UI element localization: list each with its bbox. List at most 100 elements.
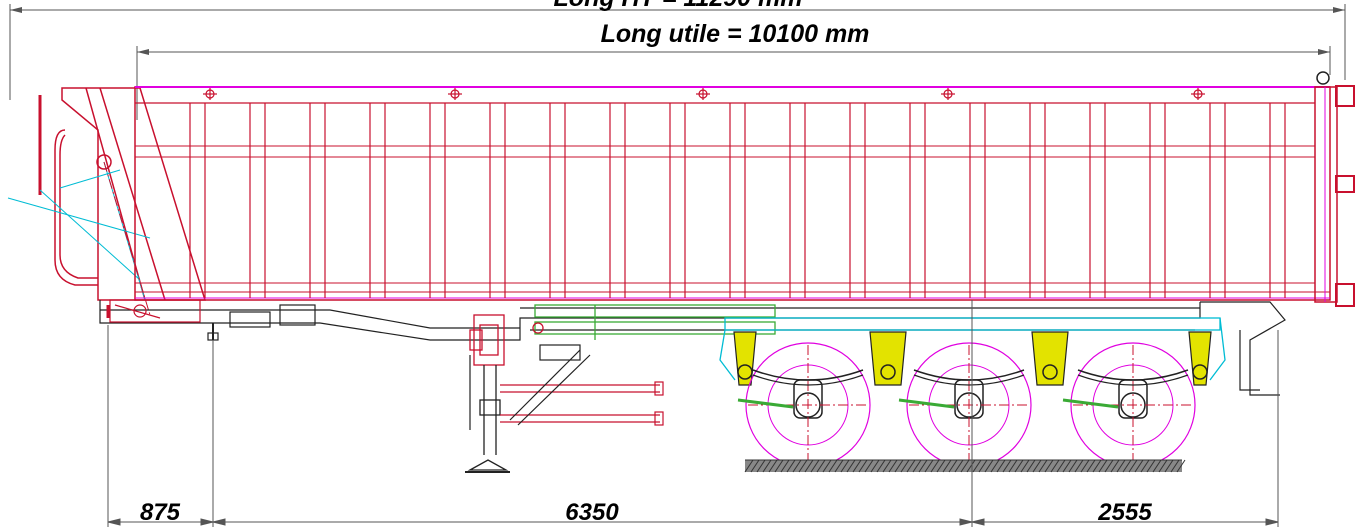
ground-hatch	[948, 459, 958, 473]
kingpin-to-axle-label: 6350	[565, 499, 619, 526]
ground-hatch	[966, 459, 976, 473]
ground-hatch	[1014, 459, 1024, 473]
useful-length-dimension: Long utile = 10100 mm	[136, 20, 1331, 120]
ground-hatch	[954, 459, 964, 473]
leaf-spring	[913, 369, 1025, 381]
ground-hatch	[882, 459, 892, 473]
ground-hatch	[1128, 459, 1138, 473]
ground-hatch	[852, 459, 862, 473]
ground-hatch	[1068, 459, 1078, 473]
hanger-plate	[1188, 331, 1212, 386]
ground-hatch	[900, 459, 910, 473]
rear-door	[1314, 86, 1338, 303]
ground-hatch	[774, 459, 784, 473]
ground-hatch	[846, 459, 856, 473]
leaf-spring	[1077, 369, 1189, 381]
axle-hanger	[733, 331, 757, 386]
hanger-pin	[880, 364, 896, 380]
ground-hatch	[1146, 459, 1156, 473]
top-rail-lugs	[203, 88, 1205, 100]
ground-hatch	[1134, 459, 1144, 473]
ground-hatch	[1074, 459, 1084, 473]
leaf-spring	[752, 374, 864, 386]
tipper-body	[134, 71, 1355, 307]
hanger-pin	[737, 364, 753, 380]
ground-hatch	[888, 459, 898, 473]
front-chassis-detail	[106, 299, 201, 323]
landing-gear-brace	[469, 344, 664, 430]
ground-hatch	[840, 459, 850, 473]
ground-hatch	[1170, 459, 1180, 473]
ground-hatch	[864, 459, 874, 473]
ground-hatch	[792, 459, 802, 473]
ground-hatch	[858, 459, 868, 473]
ground-hatch	[822, 459, 832, 473]
landing-gear	[465, 314, 510, 473]
wheel	[1062, 342, 1196, 468]
ground-hatch	[1158, 459, 1168, 473]
ground-hatch	[996, 459, 1006, 473]
ground-hatch	[906, 459, 916, 473]
hanger-pin	[1042, 364, 1058, 380]
ground-hatch	[924, 459, 934, 473]
wheel	[898, 342, 1032, 468]
leaf-spring	[1077, 374, 1189, 386]
ground-hatch	[816, 459, 826, 473]
ground-hatch	[750, 459, 760, 473]
ground-hatch	[936, 459, 946, 473]
ground-hatch	[768, 459, 778, 473]
ground-hatch	[786, 459, 796, 473]
ground-hatch	[894, 459, 904, 473]
ground-hatch	[1086, 459, 1096, 473]
ground-hatch	[804, 459, 814, 473]
hydraulic-cylinder	[7, 161, 151, 301]
ground-hatch	[780, 459, 790, 473]
ground-hatch	[744, 459, 754, 473]
bottom-dimensions	[107, 300, 1279, 527]
ground-hatch	[1020, 459, 1030, 473]
leaf-spring	[752, 369, 864, 381]
ground-hatch	[870, 459, 880, 473]
ground-hatch	[1164, 459, 1174, 473]
ground-hatch	[1062, 459, 1072, 473]
ground-hatch	[1092, 459, 1102, 473]
axle-hanger	[1188, 331, 1212, 386]
ground-line	[744, 459, 1186, 473]
ground-hatch	[1176, 459, 1186, 473]
ground-hatch	[960, 459, 970, 473]
tipping-axis-line	[103, 161, 151, 316]
ground-hatch	[978, 459, 988, 473]
torque-rod	[1062, 398, 1119, 409]
ground-hatch	[876, 459, 886, 473]
ground-hatch	[1002, 459, 1012, 473]
front-overhang-label: 875	[140, 499, 181, 526]
axle-hanger	[869, 331, 907, 386]
front-bulkhead	[38, 87, 207, 301]
rear-spacing-label: 2555	[1097, 499, 1152, 526]
ground-hatch	[1116, 459, 1126, 473]
ground-hatch	[990, 459, 1000, 473]
ground-hatch	[942, 459, 952, 473]
ground-hatch	[1122, 459, 1132, 473]
ground-hatch	[1044, 459, 1054, 473]
ground-hatch	[1104, 459, 1114, 473]
ground-hatch	[798, 459, 808, 473]
ground-hatch	[1152, 459, 1162, 473]
torque-rod	[898, 398, 955, 409]
ground-hatch	[828, 459, 838, 473]
ground-hatch	[918, 459, 928, 473]
ground-hatch	[1140, 459, 1150, 473]
torque-rod	[737, 398, 794, 409]
ground-hatch	[834, 459, 844, 473]
chassis-frame	[99, 300, 1286, 396]
axle-brackets	[733, 331, 1212, 386]
ground-hatch	[1038, 459, 1048, 473]
ground-hatch	[1056, 459, 1066, 473]
hanger-plate	[733, 331, 757, 386]
ground-hatch	[912, 459, 922, 473]
ground-hatch	[1026, 459, 1036, 473]
wheels	[737, 342, 1196, 468]
ground-hatch	[1008, 459, 1018, 473]
hanger-pin	[1192, 364, 1208, 380]
